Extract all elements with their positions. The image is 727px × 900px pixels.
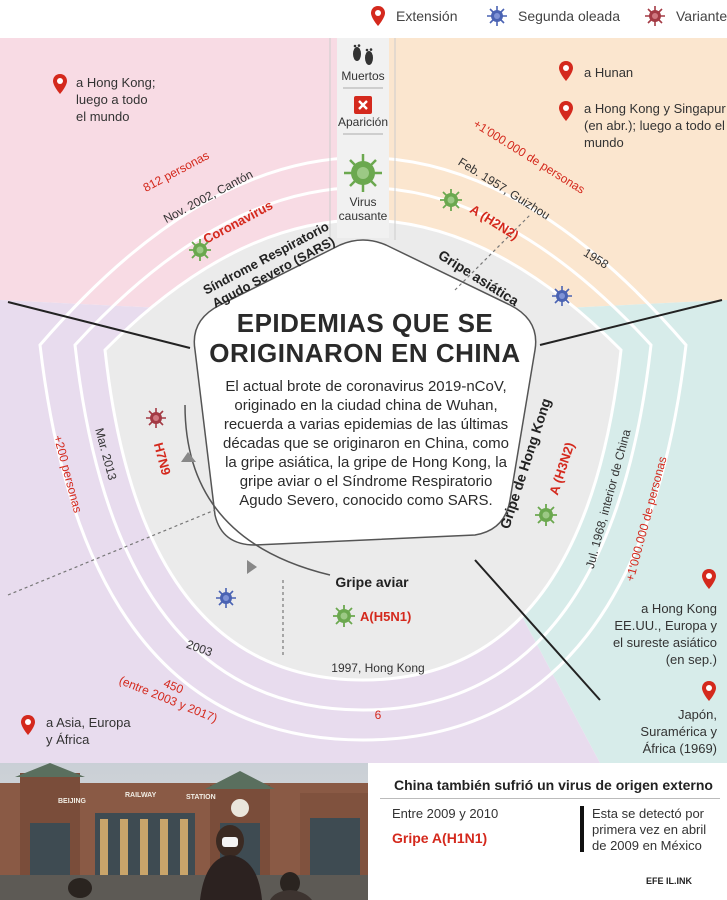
asian-flu-second-wave-icon: [552, 286, 572, 306]
legend-second-wave-label: Segunda oleada: [518, 8, 620, 24]
outer-ring: [38, 156, 688, 742]
avian-flu-extension-line1: a Asia, Europa: [46, 715, 131, 730]
asian-flu-extension2: a Hong Kong y Singapur (en abr.); luego …: [584, 100, 726, 151]
arrow-icon: [181, 452, 196, 462]
deaths-label: Muertos: [341, 69, 384, 83]
asian-flu-extension1: a Hunan: [584, 65, 634, 80]
external-box-divider: [380, 798, 720, 799]
external-box-note-line2: primera vez en abril: [592, 822, 707, 837]
asian-flu-extension2-line1: a Hong Kong y Singapur: [584, 101, 726, 116]
avian-flu-name: Gripe aviar: [335, 574, 409, 590]
epidemics-diagram: Muertos Aparición Virus causante Síndrom…: [0, 38, 727, 763]
legend-extension: Extensión: [370, 5, 457, 27]
sars-extension-line2: luego a todo: [76, 92, 148, 107]
hk-flu-extension2: Japón, Suramérica y África (1969): [620, 706, 717, 757]
hk-flu-extension1-line3: el sureste asiático: [612, 635, 717, 650]
hk-flu-extension2-line1: Japón,: [677, 707, 717, 722]
avian-flu-appearance-h5: 1997, Hong Kong: [331, 661, 424, 675]
avian-flu-extension-line2: y África: [46, 732, 90, 747]
hk-flu-extension1-line2: EE.UU., Europa y: [614, 618, 717, 633]
avian-flu-extension: a Asia, Europa y África: [46, 714, 131, 748]
location-pin-icon: [371, 6, 385, 26]
external-box-virus: Gripe A(H1N1): [392, 830, 488, 846]
avian-flu-variant-icon: [146, 408, 166, 428]
location-pin-icon: [21, 715, 35, 735]
avian-flu-arc: [184, 404, 331, 576]
asian-flu-virus-icon: [440, 189, 462, 211]
center-pentagon: [193, 239, 537, 546]
location-pin-icon: [53, 74, 67, 94]
page-title-line2: ORIGINARON EN CHINA: [209, 338, 521, 368]
location-pin-icon: [702, 569, 716, 589]
sars-extension-line1: a Hong Kong;: [76, 75, 156, 90]
footprints-icon: [353, 44, 373, 65]
second-wave-virus-icon: [487, 6, 507, 26]
intro-text: El actual brote de coronavirus 2019-nCoV…: [222, 378, 510, 509]
legend-extension-label: Extensión: [396, 8, 458, 24]
sign-beijing: BEIJING: [58, 798, 87, 805]
sars-extension-line3: el mundo: [76, 109, 130, 124]
location-pin-icon: [702, 681, 716, 701]
sign-station: STATION: [186, 794, 216, 801]
location-pin-icon: [559, 101, 573, 121]
variant-virus-icon: [645, 6, 665, 26]
avian-flu-virus-icon: [333, 605, 355, 627]
causing-virus-icon: [344, 154, 382, 192]
hk-flu-extension1: a Hong Kong EE.UU., Europa y el sureste …: [600, 600, 717, 668]
page-title-line1: EPIDEMIAS QUE SE: [236, 308, 494, 338]
logo: EFE IL.INK: [646, 876, 693, 886]
page-title: EPIDEMIAS QUE SE ORIGINARON EN CHINA: [205, 308, 525, 368]
external-box-note: Esta se detectó por primera vez en abril…: [592, 806, 706, 854]
sars-extension: a Hong Kong; luego a todo el mundo: [76, 74, 156, 125]
asian-flu-extension2-line2: (en abr.); luego a todo el: [584, 118, 725, 133]
virus-label-line1: Virus: [349, 195, 376, 209]
hk-flu-virus-icon: [535, 504, 557, 526]
avian-flu-second-wave-icon: [216, 588, 236, 608]
hk-flu-extension2-line3: África (1969): [642, 741, 717, 756]
sign-railway: RAILWAY: [125, 792, 157, 799]
location-pin-icon: [559, 61, 573, 81]
hk-flu-extension1-line1: a Hong Kong: [641, 601, 717, 616]
station-illustration: BEIJING RAILWAY STATION: [0, 763, 368, 900]
divider-left: [7, 301, 191, 349]
appearance-icon: [354, 96, 372, 114]
legend: Extensión Segunda oleada Variante: [0, 0, 727, 30]
avian-flu-virus-h5: A(H5N1): [360, 609, 411, 624]
external-box-dates: Entre 2009 y 2010: [392, 806, 499, 821]
avian-flu-connector: [7, 509, 216, 596]
virus-label-line2: causante: [339, 209, 388, 223]
external-box-note-line1: Esta se detectó por: [592, 806, 705, 821]
external-box-title: China también sufrió un virus de origen …: [394, 777, 713, 793]
asian-flu-extension2-line3: mundo: [584, 135, 624, 150]
legend-variant: Variante: [644, 5, 727, 27]
appearance-label: Aparición: [338, 115, 388, 129]
divider-right: [539, 299, 723, 346]
station-photo: BEIJING RAILWAY STATION: [0, 763, 368, 900]
sars-virus-icon: [189, 239, 211, 261]
legend-variant-label: Variante: [676, 8, 727, 24]
avian-flu-deaths-h5: 6: [375, 708, 382, 722]
external-box-bar: [580, 806, 584, 852]
external-box-note-line3: de 2009 en México: [592, 838, 702, 853]
hk-flu-extension1-line4: (en sep.): [665, 652, 717, 667]
divider-bottom-right: [474, 559, 601, 701]
legend-column: [337, 38, 389, 238]
arrow-icon: [247, 560, 257, 574]
legend-second-wave: Segunda oleada: [486, 5, 620, 27]
external-virus-box: China también sufrió un virus de origen …: [380, 767, 720, 862]
hk-flu-extension2-line2: Suramérica y: [640, 724, 717, 739]
middle-ring: [73, 186, 653, 712]
